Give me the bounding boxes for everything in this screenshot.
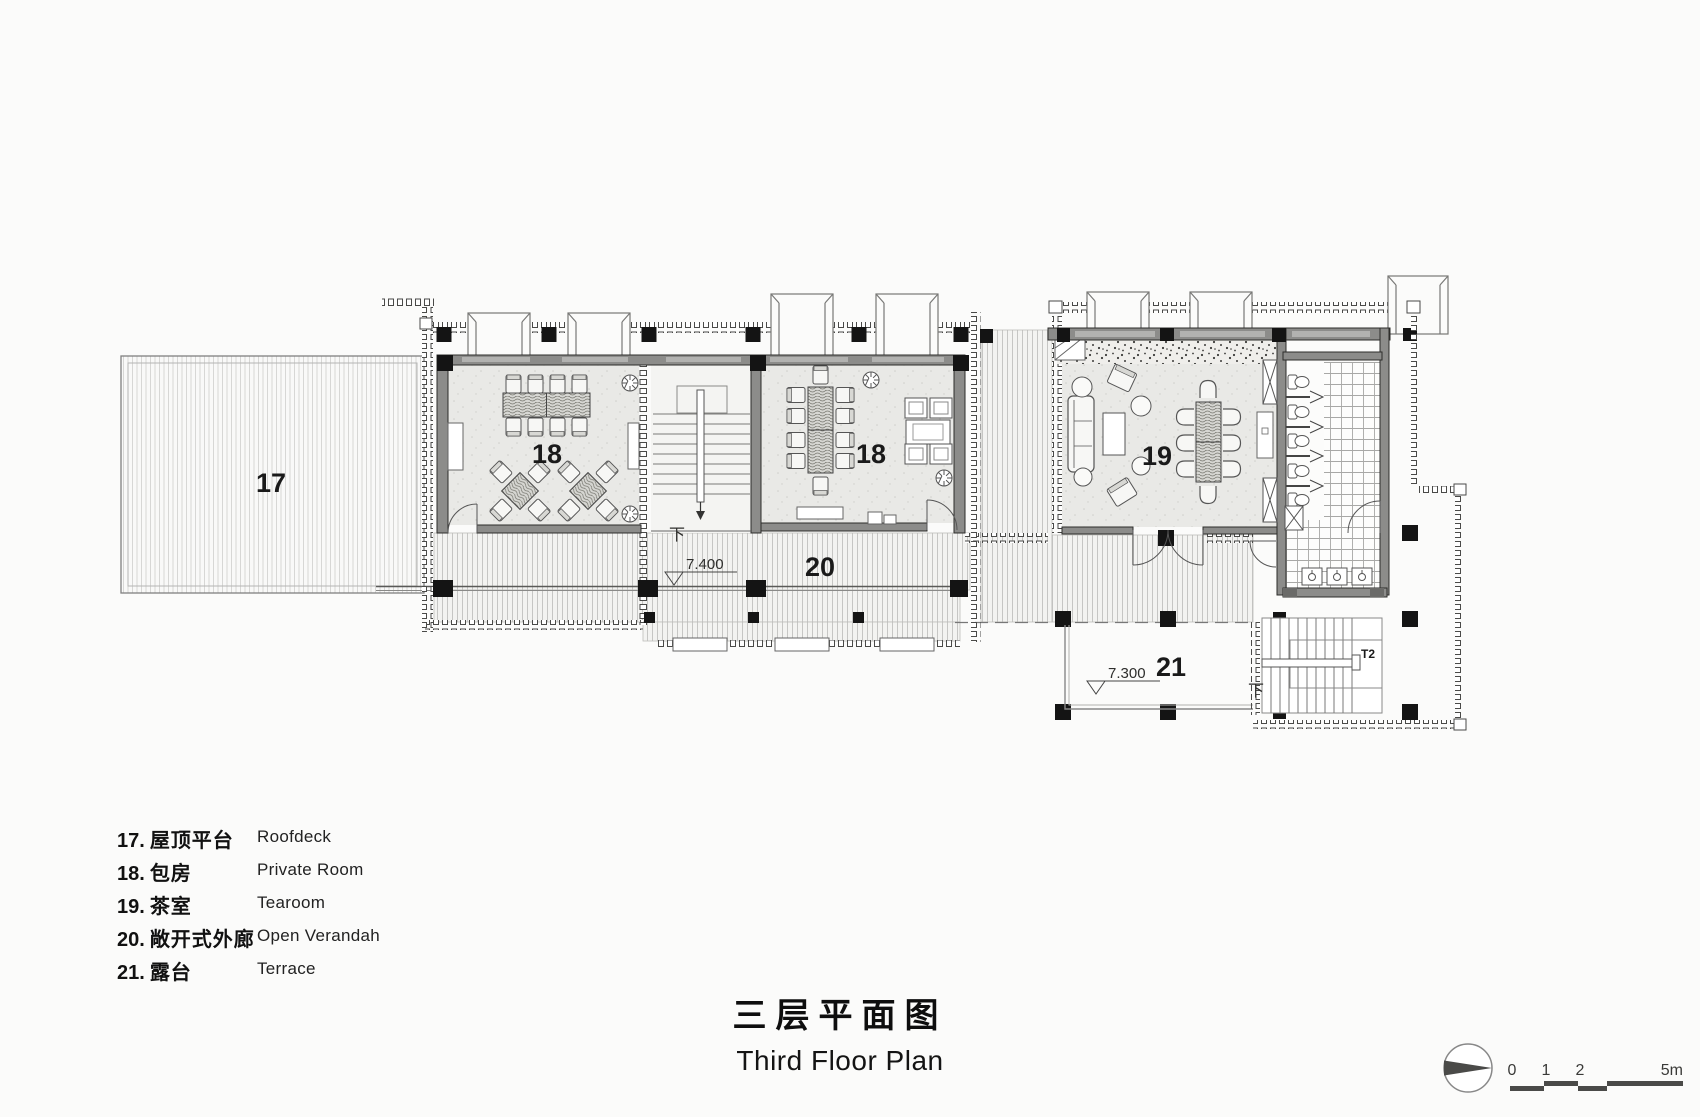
open-verandah-20 xyxy=(376,329,1254,652)
legend-en: Private Room xyxy=(257,860,364,879)
stair-t2-label: T2 xyxy=(1361,647,1375,661)
tearoom-planting-band xyxy=(1057,340,1280,364)
terrace-21 xyxy=(1064,625,1253,710)
wall-hatch-blocks xyxy=(1283,588,1384,597)
legend-num: 18. xyxy=(117,863,145,885)
level-verandah-text: 7.400 xyxy=(686,556,724,573)
legend-zh: 包房 xyxy=(149,863,192,885)
legend-item-roofdeck: 17.屋顶平台 Roofdeck xyxy=(117,824,331,857)
scale-tick-5m: 5m xyxy=(1661,1062,1683,1079)
scale-bar: 0 1 2 5m xyxy=(1508,1062,1683,1091)
elevation-marker-terrace xyxy=(1086,680,1160,695)
legend-num: 19. xyxy=(117,896,145,918)
wall-windows xyxy=(462,331,1370,362)
label-terrace: 21 xyxy=(1156,652,1186,682)
label-private-room-east: 18 xyxy=(856,439,886,469)
private-room-west-furniture xyxy=(447,374,640,542)
legend-zh: 露台 xyxy=(149,962,192,984)
legend-en: Tearoom xyxy=(257,893,326,912)
tearoom-furniture xyxy=(1067,359,1278,523)
elevation-marker-verandah xyxy=(664,571,737,586)
legend-en: Roofdeck xyxy=(257,827,332,846)
north-arrow xyxy=(1443,1043,1493,1093)
main-stair xyxy=(651,385,751,532)
legend: 17.屋顶平台 Roofdeck 18.包房 Private Room 19.茶室 T… xyxy=(117,824,380,989)
legend-item-tearoom: 19.茶室 Tearoom xyxy=(117,890,325,923)
down-main-stair-text: 下 xyxy=(669,527,685,544)
label-tearoom: 19 xyxy=(1142,441,1172,471)
tearoom-floor xyxy=(1062,364,1277,527)
roof-bays xyxy=(467,275,1449,358)
legend-zh: 敞开式外廊 xyxy=(149,929,255,951)
legend-item-terrace: 21.露台 Terrace xyxy=(117,956,315,989)
level-terrace-text: 7.300 xyxy=(1108,665,1146,682)
private-room-east-furniture xyxy=(786,365,953,525)
columns xyxy=(433,327,1418,720)
stair-t2 xyxy=(1251,617,1383,715)
scale-tick-2: 2 xyxy=(1576,1062,1585,1079)
legend-zh: 茶室 xyxy=(149,896,192,918)
scale-tick-0: 0 xyxy=(1508,1062,1517,1079)
legend-num: 17. xyxy=(117,830,145,852)
legend-num: 20. xyxy=(117,929,145,951)
legend-en: Terrace xyxy=(257,959,316,978)
down-terrace-stair-text: 下 xyxy=(1248,683,1264,700)
label-verandah: 20 xyxy=(805,552,835,582)
label-roofdeck: 17 xyxy=(256,468,286,498)
drawing-title: 三层平面图 Third Floor Plan xyxy=(0,988,1680,1077)
door-arcs xyxy=(447,499,1381,568)
legend-item-private-room: 18.包房 Private Room xyxy=(117,857,363,890)
legend-en: Open Verandah xyxy=(257,926,380,945)
bathroom xyxy=(1284,374,1373,586)
private-room-west-floor xyxy=(448,365,639,525)
label-private-room-west: 18 xyxy=(532,439,562,469)
title-english: Third Floor Plan xyxy=(736,1045,944,1076)
roofdeck-17 xyxy=(120,355,425,594)
bathroom-tile xyxy=(1324,362,1380,520)
legend-num: 21. xyxy=(117,962,145,984)
legend-zh: 屋顶平台 xyxy=(149,830,234,852)
scale-tick-1: 1 xyxy=(1542,1062,1551,1079)
title-chinese: 三层平面图 xyxy=(732,997,948,1035)
pergola-outline xyxy=(1253,300,1467,731)
